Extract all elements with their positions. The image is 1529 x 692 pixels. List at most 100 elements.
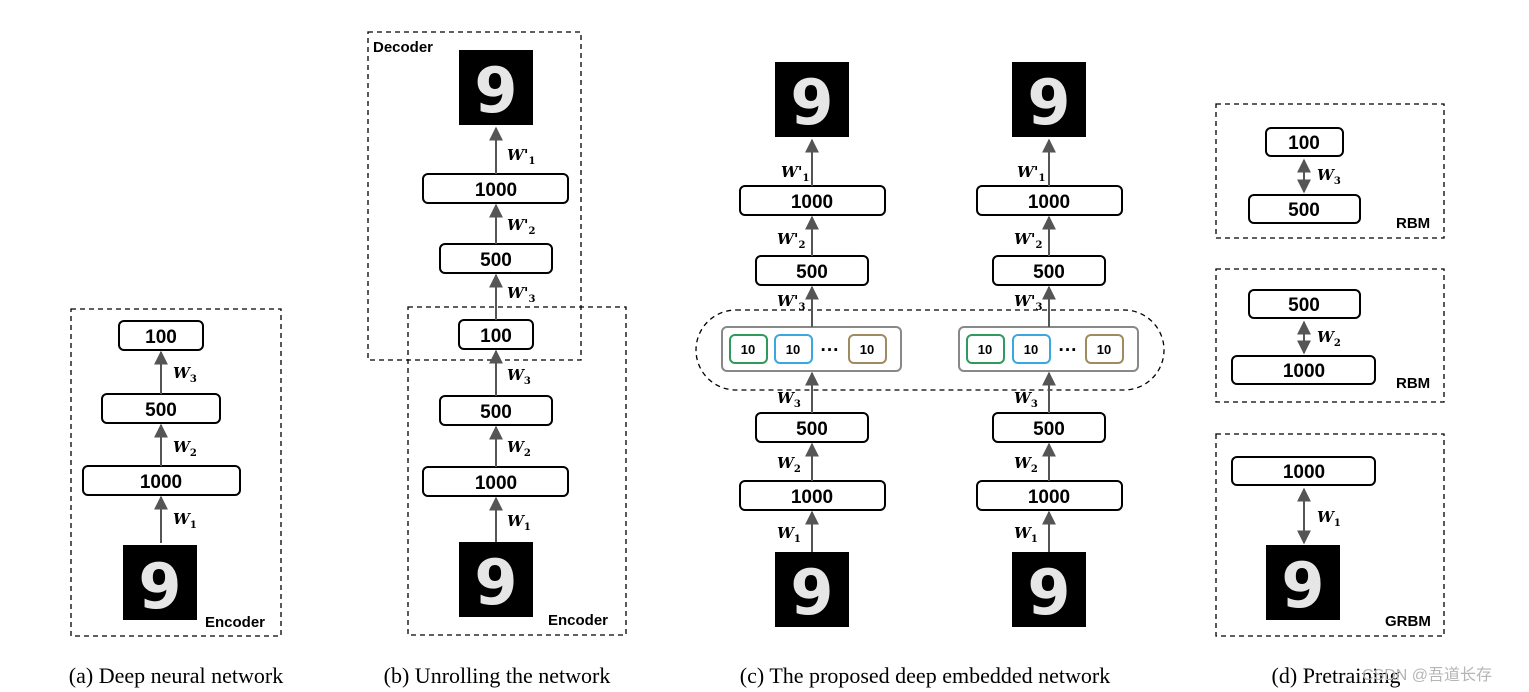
layer-label: 1000 [791,192,833,213]
unit-box [729,334,768,364]
layer-box-1000 [1231,355,1376,385]
layer-box-100 [1265,127,1344,157]
svg-text:9: 9 [1281,549,1324,622]
unit-label: 10 [1024,342,1038,357]
weight-label: W1 [1317,508,1341,529]
weight-label: W1 [173,510,197,531]
digit-image: 9 [123,545,197,623]
unit-label: 10 [786,342,800,357]
layer-label: 500 [1033,262,1065,283]
layer-label: 500 [796,419,828,440]
unit-box [774,334,813,364]
weight-label: W1 [1014,524,1038,545]
weight-label: W'1 [507,146,535,167]
panel-b: Decoder Encoder 9 1000 500 100 500 1000 … [367,31,627,636]
weight-label: W3 [507,366,531,387]
weight-label: W2 [173,438,197,459]
layer-label: 500 [1288,200,1320,221]
weight-label: W'2 [777,230,805,251]
svg-text:9: 9 [1027,556,1070,629]
weight-label: W2 [507,438,531,459]
layer-label: 500 [480,250,512,271]
encoder-frame [70,308,282,637]
grbm-tag: GRBM [1385,613,1431,630]
layer-label: 500 [1288,295,1320,316]
weight-label: W'2 [1014,230,1042,251]
unit-label: 10 [860,342,874,357]
layer-label: 100 [1288,133,1320,154]
svg-text:9: 9 [790,556,833,629]
digit-image: 9 [1012,552,1086,629]
ellipsis: ··· [821,340,840,361]
caption-c: (c) The proposed deep embedded network [740,663,1110,688]
layer-box-1000 [1231,456,1376,486]
layer-box-500 [1248,194,1361,224]
layer-label: 1000 [1283,361,1325,382]
svg-text:9: 9 [1027,66,1070,139]
weight-label: W'2 [507,216,535,237]
caption-d: (d) Pretraining [1272,663,1401,688]
weight-label: W'3 [1014,292,1042,313]
digit-image: 9 [459,542,533,619]
panel-c: 9 1000 500 10 10 ··· 10 500 1000 9 [695,62,1165,629]
digit-image: 9 [775,552,849,629]
layer-label: 1000 [1283,462,1325,483]
weight-label: W'3 [777,292,805,313]
svg-text:9: 9 [138,550,181,623]
rbm-tag: RBM [1396,375,1430,392]
layer-label: 1000 [1028,192,1070,213]
layer-box-100 [118,320,204,351]
rbm-frame [1215,103,1445,239]
column-2: 9 1000 500 10 10 ··· 10 500 1000 9 [958,62,1139,629]
grbm-frame [1215,433,1445,637]
caption-b: (b) Unrolling the network [384,663,611,688]
svg-text:9: 9 [474,546,517,619]
svg-text:9: 9 [474,54,517,127]
unit-box [1012,334,1051,364]
weight-label: W'3 [507,284,535,305]
layer-label: 100 [480,326,512,347]
digit-image: 9 [1266,545,1340,622]
svg-text:9: 9 [790,66,833,139]
layer-label: 100 [145,327,177,348]
layer-box-500 [1248,289,1361,319]
encoder-frame [407,306,627,636]
weight-label: W1 [777,524,801,545]
layer-label: 1000 [791,487,833,508]
layer-label: 1000 [1028,487,1070,508]
digit-image: 9 [1012,62,1086,139]
unit-label: 10 [741,342,755,357]
weight-label: W3 [777,389,801,410]
layer-label: 500 [1033,419,1065,440]
layer-label: 500 [480,402,512,423]
layer-label: 1000 [475,473,517,494]
encoder-tag: Encoder [205,614,265,631]
ellipsis: ··· [1059,340,1078,361]
panel-d: 100 500 W3 RBM 500 1000 W2 RBM 1000 W1 9… [1215,103,1445,637]
weight-label: W2 [1014,454,1038,475]
weight-label: W'1 [781,163,809,184]
unit-box [1085,334,1124,364]
unit-box [966,334,1005,364]
weight-label: W3 [173,364,197,385]
rbm-tag: RBM [1396,215,1430,232]
weight-label: W2 [777,454,801,475]
caption-a: (a) Deep neural network [69,663,283,688]
layer-label: 500 [796,262,828,283]
weight-label: W3 [1014,389,1038,410]
encoder-tag: Encoder [548,612,608,629]
weight-label: W2 [1317,328,1341,349]
unit-label: 10 [1097,342,1111,357]
panel-a: 100 500 1000 W3 W2 W1 9 Encoder [70,308,282,637]
layer-label: 500 [145,400,177,421]
embedding-frame [695,309,1165,391]
unit-label: 10 [978,342,992,357]
layer-label: 1000 [140,472,182,493]
weight-label: W3 [1317,166,1341,187]
digit-image: 9 [775,62,849,139]
watermark: CSDN @吾道长存 [1362,666,1492,684]
unit-box [848,334,887,364]
weight-label: W'1 [1017,163,1045,184]
decoder-frame [367,31,582,361]
